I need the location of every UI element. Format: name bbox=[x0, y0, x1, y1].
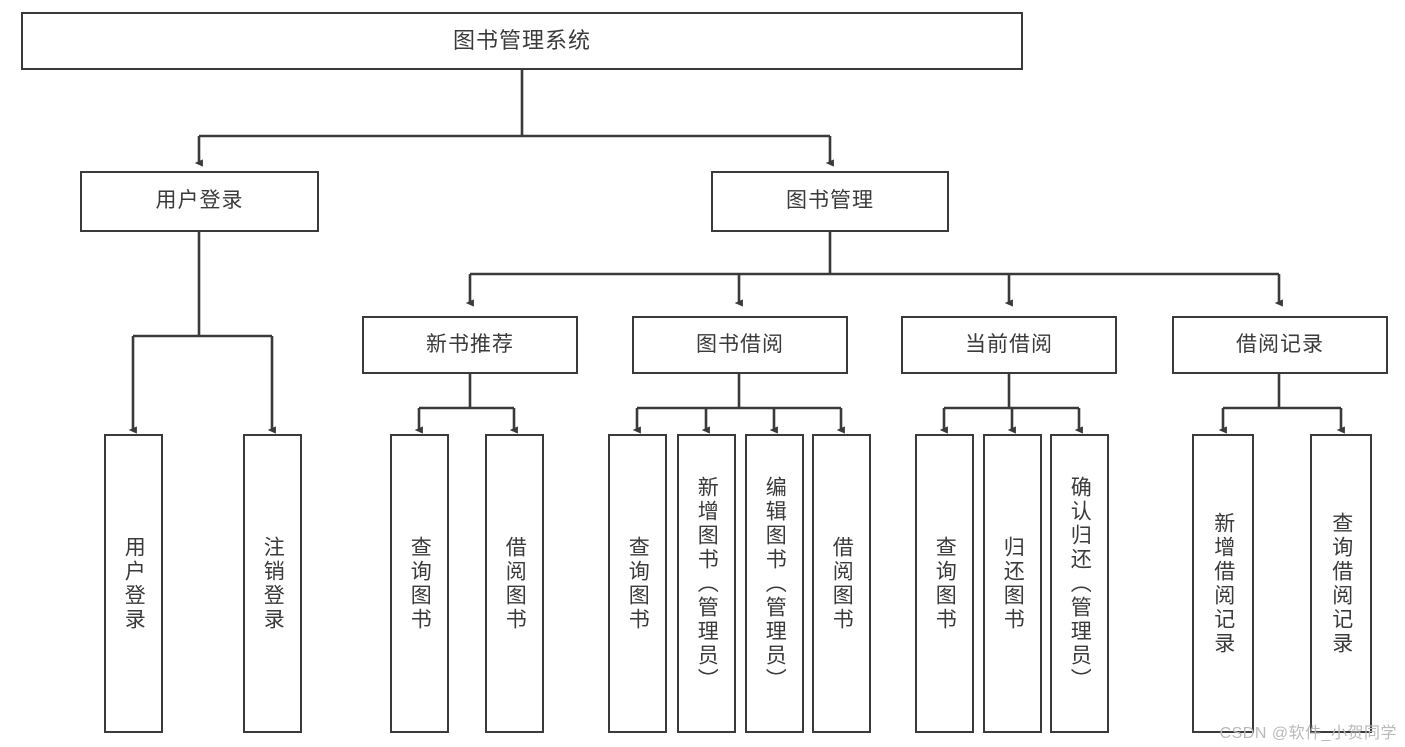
node-label: 查询图书 bbox=[626, 535, 650, 632]
node-label: 用户登录 bbox=[155, 189, 244, 213]
node-label: 确认归还（管理员） bbox=[1068, 475, 1092, 692]
node-label: 图书管理系统 bbox=[452, 28, 591, 54]
node-leaf-logout-login[interactable]: 注销登录 bbox=[243, 434, 302, 733]
node-label: 图书借阅 bbox=[696, 332, 784, 356]
node-book-borrow[interactable]: 图书借阅 bbox=[632, 316, 848, 374]
node-label: 查询图书 bbox=[408, 535, 432, 632]
node-leaf-borrow-book-1[interactable]: 借阅图书 bbox=[485, 434, 544, 733]
node-label: 新增图书（管理员） bbox=[695, 475, 719, 692]
node-leaf-return-book[interactable]: 归还图书 bbox=[983, 434, 1042, 733]
node-label: 新书推荐 bbox=[426, 332, 514, 356]
node-leaf-edit-book[interactable]: 编辑图书（管理员） bbox=[745, 434, 804, 733]
node-label: 借阅图书 bbox=[830, 535, 854, 632]
node-user-login[interactable]: 用户登录 bbox=[80, 171, 319, 232]
node-leaf-add-book[interactable]: 新增图书（管理员） bbox=[677, 434, 736, 733]
node-new-book-recommend[interactable]: 新书推荐 bbox=[362, 316, 578, 374]
node-leaf-query-book-2[interactable]: 查询图书 bbox=[608, 434, 667, 733]
node-current-borrow[interactable]: 当前借阅 bbox=[901, 316, 1117, 374]
node-label: 用户登录 bbox=[122, 535, 146, 632]
node-borrow-record[interactable]: 借阅记录 bbox=[1172, 316, 1388, 374]
node-leaf-query-record[interactable]: 查询借阅记录 bbox=[1310, 434, 1372, 733]
node-label: 新增借阅记录 bbox=[1211, 511, 1235, 656]
node-book-manage[interactable]: 图书管理 bbox=[711, 171, 949, 232]
node-leaf-query-book-3[interactable]: 查询图书 bbox=[915, 434, 974, 733]
node-leaf-query-book-1[interactable]: 查询图书 bbox=[390, 434, 449, 733]
node-leaf-add-record[interactable]: 新增借阅记录 bbox=[1192, 434, 1254, 733]
node-label: 注销登录 bbox=[261, 535, 285, 632]
node-label: 图书管理 bbox=[786, 189, 874, 213]
node-label: 编辑图书（管理员） bbox=[763, 475, 787, 692]
node-label: 查询借阅记录 bbox=[1329, 511, 1353, 656]
node-leaf-borrow-book-2[interactable]: 借阅图书 bbox=[812, 434, 871, 733]
node-label: 查询图书 bbox=[933, 535, 957, 632]
node-leaf-user-login[interactable]: 用户登录 bbox=[104, 434, 163, 733]
node-label: 借阅记录 bbox=[1236, 332, 1324, 356]
node-root-system[interactable]: 图书管理系统 bbox=[21, 12, 1023, 70]
node-label: 当前借阅 bbox=[965, 332, 1053, 356]
node-leaf-confirm-return[interactable]: 确认归还（管理员） bbox=[1050, 434, 1109, 733]
node-label: 归还图书 bbox=[1001, 535, 1025, 632]
csdn-watermark: CSDN @软件_小贺同学 bbox=[1219, 725, 1397, 742]
node-label: 借阅图书 bbox=[503, 535, 527, 632]
